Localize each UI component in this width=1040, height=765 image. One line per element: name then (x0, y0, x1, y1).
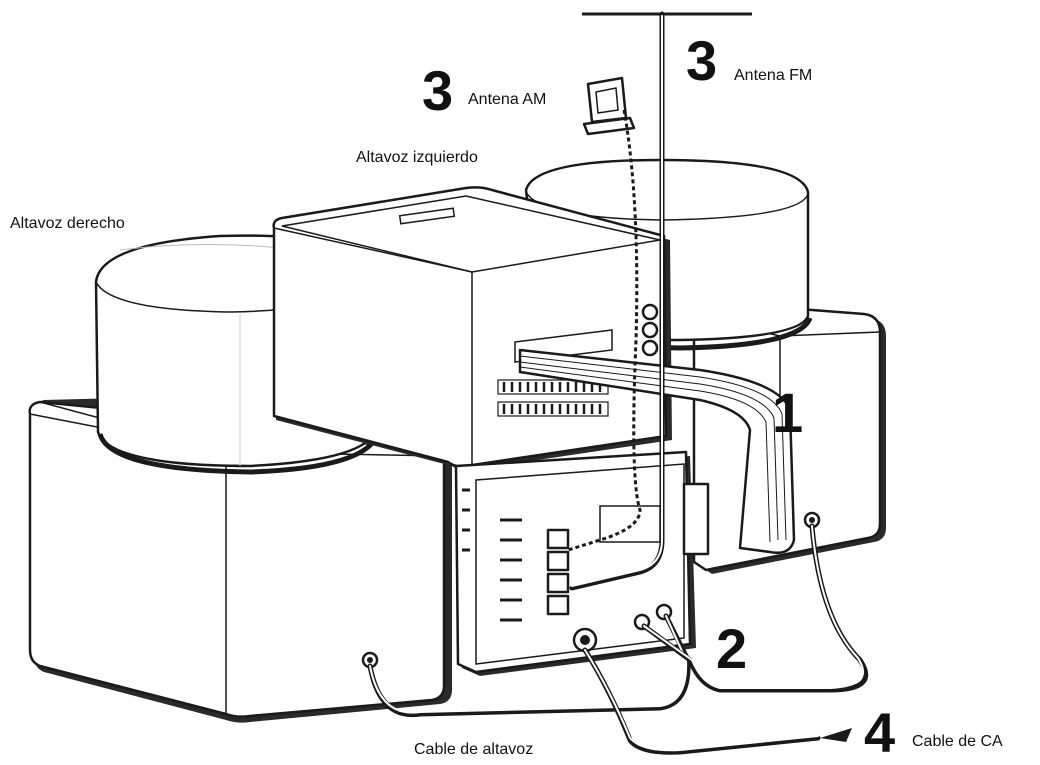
label-speaker-cable: Cable de altavoz (414, 741, 533, 758)
fm-antenna (569, 11, 752, 591)
ribbon-cable (518, 348, 796, 556)
ribbon-connector (682, 482, 710, 556)
cables (367, 523, 869, 755)
label-am-antenna: Antena AM (468, 91, 546, 108)
step-number-speaker: 2 (716, 617, 747, 680)
label-fm-antenna: Antena FM (734, 67, 812, 84)
am-antenna (567, 76, 642, 552)
step-number-ribbon: 1 (772, 381, 803, 444)
step-number-am: 3 (422, 59, 453, 122)
main-unit-top (272, 186, 672, 471)
step-number-ac: 4 (864, 701, 895, 764)
label-right-speaker: Altavoz derecho (10, 215, 125, 232)
vents (497, 379, 609, 417)
step-number-fm: 3 (686, 29, 717, 92)
label-left-speaker: Altavoz izquierdo (356, 149, 478, 166)
main-unit-bottom (454, 450, 696, 676)
antenna-terminals (546, 528, 570, 616)
label-ac-cable: Cable de CA (912, 733, 1003, 750)
